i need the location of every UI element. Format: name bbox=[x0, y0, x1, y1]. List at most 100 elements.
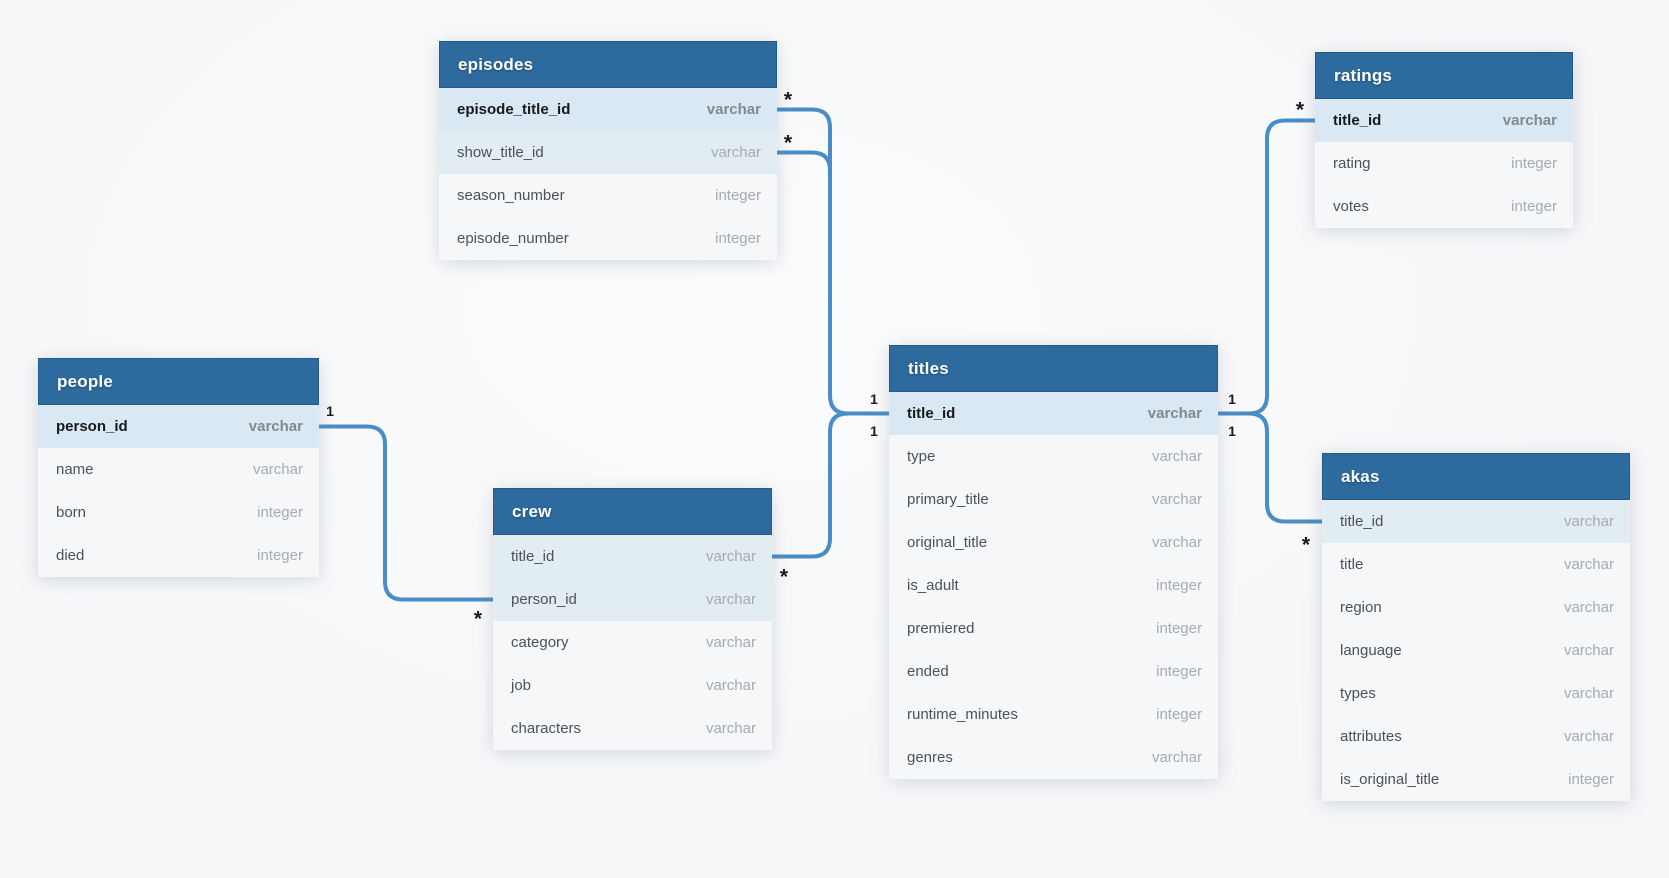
table-crew-header[interactable]: crew bbox=[493, 488, 772, 535]
cardinality-many-label: * bbox=[1295, 98, 1305, 122]
table-title: titles bbox=[908, 358, 949, 378]
field-name: types bbox=[1340, 685, 1376, 702]
field-type: varchar bbox=[1151, 491, 1202, 508]
field-name: title_id bbox=[511, 548, 555, 565]
field-name: title_id bbox=[1333, 112, 1382, 129]
field-name: genres bbox=[907, 749, 953, 766]
table-row[interactable]: season_number integer bbox=[439, 174, 777, 217]
edge-episodes-show-title-id-to-titles[interactable] bbox=[777, 150, 832, 201]
table-row[interactable]: job varchar bbox=[493, 664, 772, 707]
table-titles-header[interactable]: titles bbox=[889, 345, 1218, 392]
field-name: title bbox=[1340, 556, 1364, 573]
cardinality-one-label: 1 bbox=[326, 403, 334, 419]
field-type: integer bbox=[1156, 706, 1202, 723]
cardinality-one-label: 1 bbox=[1228, 391, 1236, 407]
table-episodes-header[interactable]: episodes bbox=[439, 41, 777, 88]
edge-titles-title-id-to-ratings[interactable] bbox=[1218, 118, 1315, 416]
field-name: person_id bbox=[56, 418, 128, 435]
field-type: integer bbox=[715, 187, 761, 204]
table-row[interactable]: born integer bbox=[38, 491, 319, 534]
field-type: integer bbox=[257, 504, 303, 521]
table-row[interactable]: episode_number integer bbox=[439, 217, 777, 260]
table-ratings-header[interactable]: ratings bbox=[1315, 52, 1573, 99]
table-row[interactable]: language varchar bbox=[1322, 629, 1630, 672]
field-name: born bbox=[56, 504, 87, 521]
table-row[interactable]: died integer bbox=[38, 534, 319, 577]
field-type: varchar bbox=[706, 101, 761, 118]
field-type: integer bbox=[1511, 198, 1557, 215]
edge-crew-title-id-to-titles[interactable] bbox=[772, 411, 889, 559]
field-type: integer bbox=[715, 230, 761, 247]
edge-titles-title-id-to-akas[interactable] bbox=[1218, 411, 1322, 524]
field-name: episode_number bbox=[457, 230, 569, 247]
field-type: varchar bbox=[705, 634, 756, 651]
field-name: region bbox=[1340, 599, 1382, 616]
field-type: varchar bbox=[705, 677, 756, 694]
table-akas-header[interactable]: akas bbox=[1322, 453, 1630, 500]
edge-people-person-id-to-crew[interactable] bbox=[319, 424, 493, 602]
table-title: ratings bbox=[1334, 65, 1393, 85]
field-type: integer bbox=[1511, 155, 1557, 172]
table-row[interactable]: title_id varchar bbox=[493, 535, 772, 578]
field-name: died bbox=[56, 547, 85, 564]
field-name: ended bbox=[907, 663, 949, 680]
cardinality-many-label: * bbox=[783, 131, 793, 155]
field-type: varchar bbox=[705, 720, 756, 737]
field-name: person_id bbox=[511, 591, 577, 608]
field-name: type bbox=[907, 448, 936, 465]
field-type: integer bbox=[257, 547, 303, 564]
cardinality-many-label: * bbox=[473, 607, 483, 631]
field-type: integer bbox=[1568, 771, 1614, 788]
field-name: season_number bbox=[457, 187, 565, 204]
field-type: varchar bbox=[1563, 728, 1614, 745]
field-type: varchar bbox=[705, 548, 756, 565]
table-row[interactable]: region varchar bbox=[1322, 586, 1630, 629]
cardinality-many-label: * bbox=[1301, 533, 1311, 557]
field-type: varchar bbox=[1563, 599, 1614, 616]
field-name: language bbox=[1340, 642, 1402, 659]
field-name: job bbox=[511, 677, 532, 694]
field-type: varchar bbox=[1563, 642, 1614, 659]
field-name: premiered bbox=[907, 620, 975, 637]
cardinality-one-label: 1 bbox=[870, 391, 878, 407]
field-type: varchar bbox=[1502, 112, 1557, 129]
table-row[interactable]: title_id varchar bbox=[1315, 99, 1573, 142]
table-people-header[interactable]: people bbox=[38, 358, 319, 405]
field-type: integer bbox=[1156, 577, 1202, 594]
edge-episodes-episode-title-id-to-titles[interactable] bbox=[777, 107, 889, 416]
